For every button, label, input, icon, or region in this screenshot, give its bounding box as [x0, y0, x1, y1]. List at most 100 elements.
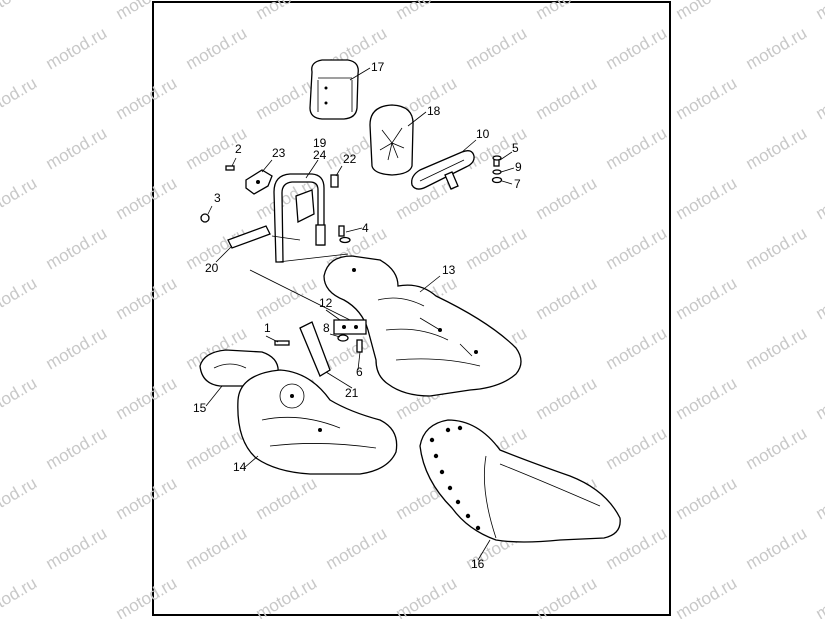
leader-line: [249, 269, 351, 321]
watermark-text: motod.ru: [183, 523, 251, 573]
seat-stud: [439, 469, 445, 475]
watermark-text: motod.ru: [533, 73, 601, 123]
watermark-text: motod.ru: [673, 373, 741, 423]
callout-7: 7: [514, 177, 521, 191]
leader-line: [461, 139, 477, 153]
leader-line: [265, 335, 279, 343]
watermark-text: motod.ru: [603, 223, 671, 273]
leader-line: [335, 165, 343, 177]
watermark-text: motod.ru: [0, 373, 40, 423]
leader-line: [305, 159, 319, 179]
callout-14: 14: [233, 460, 247, 474]
callout-1: 1: [264, 321, 271, 335]
watermark-text: motod.ru: [603, 123, 671, 173]
watermark-text: motod.ru: [673, 173, 741, 223]
backrest-pad-part-17: [309, 59, 359, 120]
watermark-text: motod.ru: [813, 373, 825, 423]
callout-16: 16: [471, 557, 485, 571]
callout-8: 8: [323, 321, 330, 335]
watermark-text: motod.ru: [183, 23, 251, 73]
watermark-text: motod.ru: [43, 323, 111, 373]
watermark-text: motod.ru: [113, 273, 181, 323]
leader-lines: [205, 67, 515, 561]
callout-22: 22: [343, 152, 357, 166]
plate-part-20: [227, 225, 271, 249]
watermark-text: motod.ru: [0, 0, 40, 23]
watermark-text: motod.ru: [533, 273, 601, 323]
watermark-text: motod.ru: [673, 0, 741, 23]
watermark-text: motod.ru: [673, 573, 741, 619]
watermark-text: motod.ru: [603, 323, 671, 373]
backrest-pad-eagle-part-18: [369, 104, 414, 176]
watermark-text: motod.ru: [813, 273, 825, 323]
leader-line: [205, 385, 223, 407]
watermark-text: motod.ru: [463, 23, 531, 73]
watermark-text: motod.ru: [813, 173, 825, 223]
screw-part-2: [225, 165, 235, 171]
watermark-text: motod.ru: [113, 373, 181, 423]
watermark-text: motod.ru: [393, 573, 461, 619]
washer-part-8: [337, 334, 349, 342]
rider-seat-part-14: [237, 369, 398, 475]
callout-12: 12: [319, 296, 333, 310]
leader-line: [325, 371, 353, 389]
leader-line: [349, 67, 371, 81]
leader-line: [277, 253, 349, 263]
strap-part-10: [411, 150, 475, 190]
leader-line: [500, 167, 515, 173]
watermark-text: motod.ru: [533, 0, 601, 23]
nut-part-6: [356, 339, 363, 353]
callout-21: 21: [345, 386, 359, 400]
leader-line: [501, 180, 513, 185]
leader-line: [499, 151, 513, 161]
callout-4: 4: [362, 221, 369, 235]
watermark-text: motod.ru: [813, 473, 825, 523]
watermark-text: motod.ru: [253, 0, 321, 23]
clip-part-22: [330, 174, 339, 188]
watermark-text: motod.ru: [0, 473, 40, 523]
callout-2: 2: [235, 142, 242, 156]
callout-18: 18: [427, 104, 441, 118]
leader-line: [477, 539, 491, 561]
watermark-text: motod.ru: [253, 573, 321, 619]
watermark-text: motod.ru: [113, 573, 181, 619]
studded-seat-part-16: [419, 419, 621, 543]
seat-stud: [447, 485, 453, 491]
sissy-bar-upright-part-19-24: [273, 173, 326, 263]
leader-line: [329, 333, 341, 338]
leader-line: [215, 245, 233, 263]
seat-stud: [429, 437, 435, 443]
watermark-text: motod.ru: [43, 423, 111, 473]
leader-line: [345, 227, 363, 233]
leader-line: [357, 351, 361, 371]
watermark-text: motod.ru: [743, 323, 811, 373]
leader-line: [407, 111, 427, 127]
seat-stud: [445, 427, 451, 433]
bracket-part-12: [333, 319, 367, 335]
watermark-text: motod.ru: [113, 73, 181, 123]
watermark-text: motod.ru: [813, 73, 825, 123]
seat-stud: [465, 513, 471, 519]
watermark-text: motod.ru: [743, 23, 811, 73]
leader-line: [419, 275, 441, 293]
watermark-text: motod.ru: [743, 123, 811, 173]
leader-line: [207, 205, 213, 215]
seat-stud: [457, 425, 463, 431]
bracket-part-21: [299, 321, 331, 377]
watermark-text: motod.ru: [673, 473, 741, 523]
callout-20: 20: [205, 261, 219, 275]
bolt-part-3: [200, 213, 210, 223]
callout-19: 19: [313, 136, 327, 150]
watermark-text: motod.ru: [533, 173, 601, 223]
callout-23: 23: [272, 146, 286, 160]
watermark-text: motod.ru: [0, 73, 40, 123]
watermark-text: motod.ru: [743, 223, 811, 273]
watermark-text: motod.ru: [0, 173, 40, 223]
watermark-text: motod.ru: [43, 223, 111, 273]
seat-stud: [433, 453, 439, 459]
watermark-text: motod.ru: [43, 123, 111, 173]
watermark-text: motod.ru: [113, 0, 181, 23]
watermark-text: motod.ru: [323, 523, 391, 573]
bolt-part-4: [338, 225, 351, 244]
